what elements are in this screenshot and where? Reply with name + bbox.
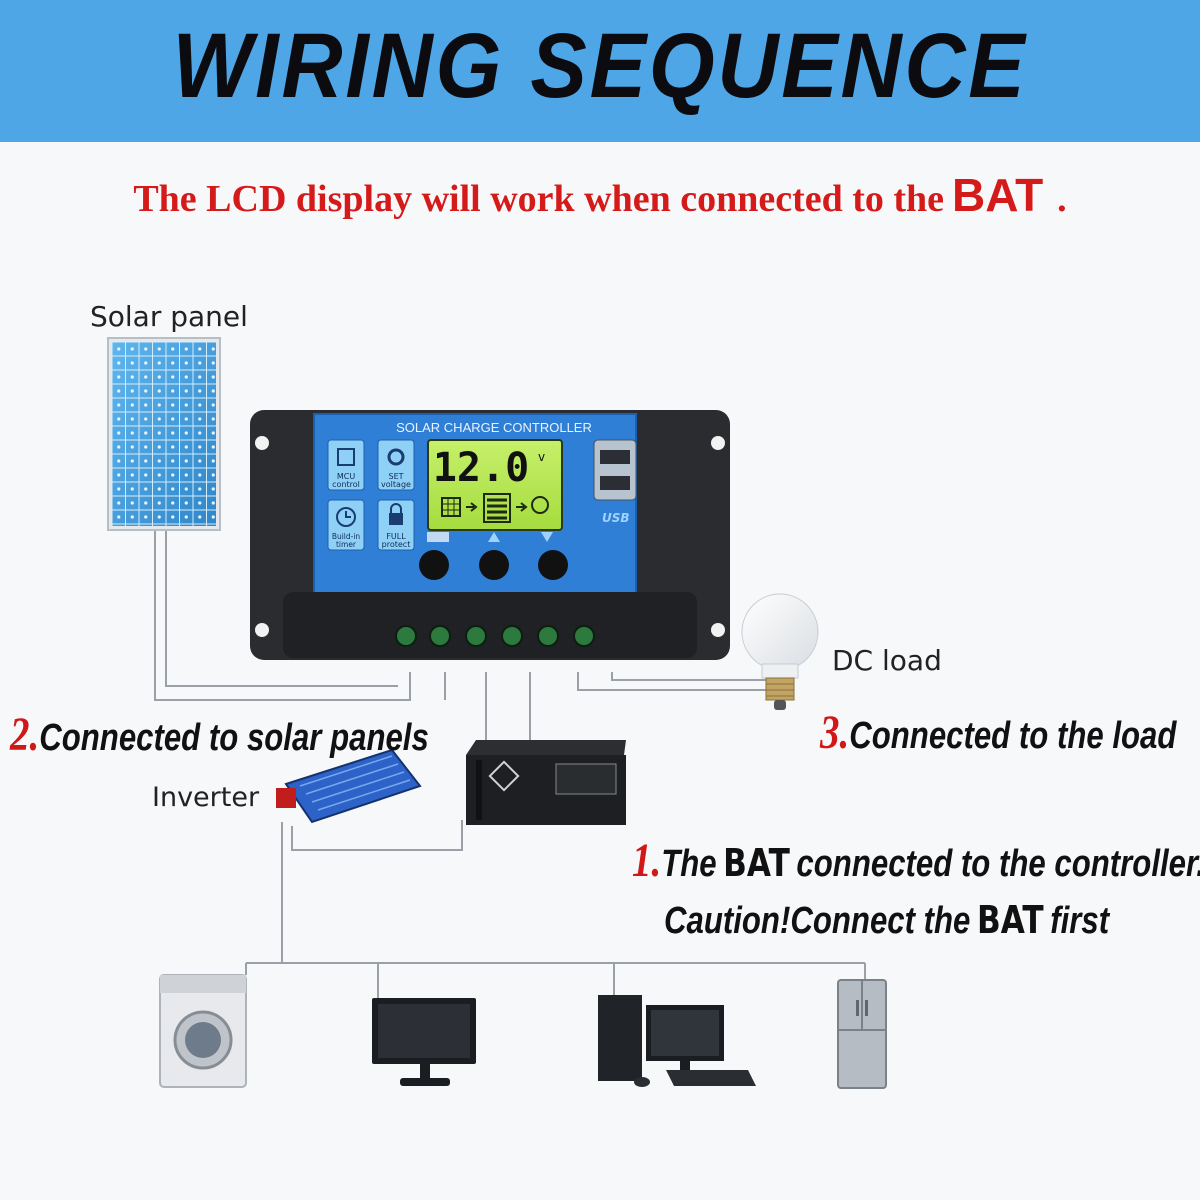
notice-suffix: . <box>1057 178 1067 220</box>
bulb-indicator-icon <box>531 496 549 514</box>
step-text: Connected to the load <box>849 715 1177 757</box>
solar-panel-label: Solar panel <box>90 300 248 333</box>
feature-label: protect <box>382 540 411 549</box>
washing-machine-icon <box>159 974 247 1088</box>
solar-panel-icon <box>107 337 221 531</box>
step-number: 2. <box>10 709 40 761</box>
step-bat: BAT <box>723 841 790 885</box>
step-text: The <box>661 843 717 885</box>
battery-indicator-icon <box>483 493 511 523</box>
wires <box>154 528 866 998</box>
lcd-unit: v <box>538 450 545 464</box>
step-text: connected to the controller. <box>796 843 1200 885</box>
usb-label: USB <box>602 511 630 525</box>
usb-port[interactable] <box>600 476 630 490</box>
inverter-label: Inverter <box>152 782 260 813</box>
step-3-load: 3.Connected to the load <box>820 706 1176 760</box>
usb-port[interactable] <box>600 450 630 464</box>
clock-icon <box>336 507 356 527</box>
step-number: 1. <box>632 835 662 887</box>
desktop-computer-icon <box>598 995 756 1087</box>
caution-post: first <box>1050 900 1110 942</box>
page-title: WIRING SEQUENCE <box>172 15 1028 117</box>
step-number: 3. <box>820 707 850 759</box>
lcd-display <box>427 439 563 531</box>
solar-wire-neg <box>165 528 398 687</box>
battery-pos-terminal[interactable] <box>465 625 487 647</box>
solar-neg-terminal[interactable] <box>429 625 451 647</box>
mount-hole <box>711 623 725 637</box>
mount-hole <box>255 436 269 450</box>
solar-wire-pos <box>154 528 411 701</box>
notice-text: The LCD display will work when connected… <box>133 178 945 220</box>
refrigerator-icon <box>837 979 887 1089</box>
step-text: Connected to solar panels <box>39 717 429 759</box>
load-neg-terminal[interactable] <box>573 625 595 647</box>
feature-label: control <box>332 480 360 489</box>
battery-icon <box>466 740 626 825</box>
feature-label: voltage <box>381 480 411 489</box>
chip-icon <box>337 448 355 466</box>
feature-label: SET <box>388 472 403 481</box>
controller-title: SOLAR CHARGE CONTROLLER <box>396 420 592 435</box>
inverter-wire-a <box>291 820 463 851</box>
menu-icon <box>427 532 449 542</box>
feature-boxes <box>327 439 415 551</box>
solar-indicator-icon <box>441 497 461 517</box>
battery-neg-terminal[interactable] <box>501 625 523 647</box>
gear-icon <box>387 448 405 466</box>
usb-ports <box>593 439 637 501</box>
dc-load-label: DC load <box>832 644 942 677</box>
lock-icon <box>389 503 403 525</box>
inverter-terminal <box>276 788 296 808</box>
controller-buttons <box>419 532 568 580</box>
feature-label: Build-in <box>332 532 361 541</box>
step-2-solar: 2.Connected to solar panels <box>10 708 429 762</box>
load-wire-neg <box>611 672 770 681</box>
down-button[interactable] <box>538 550 568 580</box>
lcd-value: 12.0 <box>433 445 529 491</box>
notice-bat: BAT <box>952 169 1044 221</box>
up-arrow-icon <box>488 532 500 542</box>
feature-label: FULL <box>386 532 406 541</box>
feature-label: timer <box>336 540 357 549</box>
inverter-icon <box>276 748 422 824</box>
mount-hole <box>255 623 269 637</box>
arrow-right-icon <box>466 502 478 512</box>
arrow-right-icon <box>516 502 528 512</box>
header-banner: WIRING SEQUENCE <box>0 0 1200 142</box>
feature-label: MCU <box>337 472 355 481</box>
menu-button[interactable] <box>419 550 449 580</box>
mount-hole <box>711 436 725 450</box>
terminal-block <box>395 625 595 647</box>
light-bulb-icon <box>741 593 819 710</box>
load-wire-pos <box>577 672 770 691</box>
caution-bat: BAT <box>976 898 1044 942</box>
load-pos-terminal[interactable] <box>537 625 559 647</box>
up-button[interactable] <box>479 550 509 580</box>
caution-pre: Caution!Connect the <box>664 900 971 942</box>
lcd-notice: The LCD display will work when connected… <box>0 168 1200 222</box>
down-arrow-icon <box>541 532 553 542</box>
monitor-icon <box>372 998 476 1086</box>
solar-pos-terminal[interactable] <box>395 625 417 647</box>
